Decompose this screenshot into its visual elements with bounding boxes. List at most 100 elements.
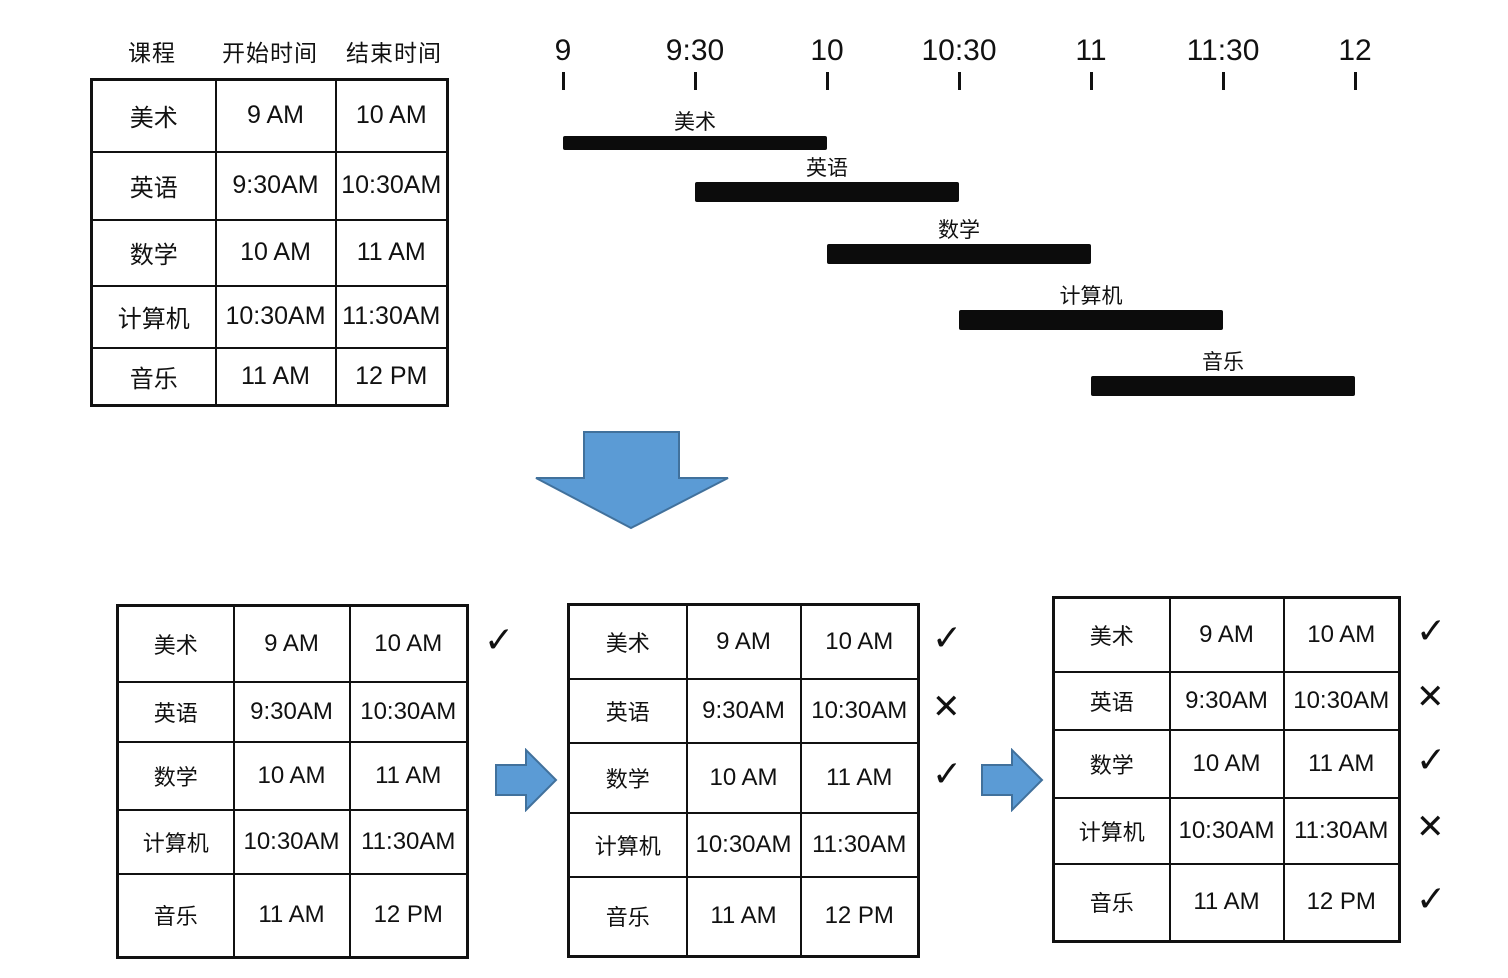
tick-mark bbox=[1090, 72, 1093, 90]
start-time-cell: 10:30AM bbox=[232, 808, 351, 875]
end-time-cell: 11:30AM bbox=[334, 284, 449, 349]
start-time-cell: 9 AM bbox=[685, 603, 802, 680]
course-cell: 音乐 bbox=[116, 872, 235, 959]
tick-label: 11:30 bbox=[1186, 34, 1260, 67]
course-cell: 计算机 bbox=[1052, 796, 1171, 865]
check-icon: ✓ bbox=[484, 620, 515, 661]
bar-label: 音乐 bbox=[1202, 350, 1244, 374]
start-time-cell: 9 AM bbox=[214, 78, 337, 153]
bar-label: 美术 bbox=[674, 110, 716, 134]
start-time-cell: 9 AM bbox=[1168, 596, 1285, 673]
check-icon: ✓ bbox=[1416, 611, 1447, 652]
timeline-bar bbox=[959, 310, 1223, 330]
tick-label: 9:30 bbox=[665, 34, 725, 67]
course-cell: 英语 bbox=[567, 677, 688, 744]
tick-label: 12 bbox=[1338, 34, 1372, 67]
start-time-cell: 11 AM bbox=[685, 875, 802, 958]
start-time-cell: 10:30AM bbox=[214, 284, 337, 349]
end-time-cell: 10 AM bbox=[334, 78, 449, 153]
tick-label: 9 bbox=[554, 34, 572, 67]
start-time-cell: 9:30AM bbox=[1168, 670, 1285, 731]
start-time-cell: 11 AM bbox=[232, 872, 351, 959]
course-cell: 数学 bbox=[567, 741, 688, 814]
tick-mark bbox=[1222, 72, 1225, 90]
check-icon: ✓ bbox=[1416, 879, 1447, 920]
course-cell: 美术 bbox=[567, 603, 688, 680]
tick-mark bbox=[826, 72, 829, 90]
bar-label: 数学 bbox=[938, 218, 980, 242]
course-cell: 美术 bbox=[116, 604, 235, 683]
end-time-cell: 10 AM bbox=[348, 604, 469, 683]
cross-icon: ✕ bbox=[1416, 677, 1445, 717]
end-time-cell: 10 AM bbox=[799, 603, 920, 680]
course-cell: 美术 bbox=[1052, 596, 1171, 673]
header-course: 课程 bbox=[128, 41, 176, 67]
cross-icon: ✕ bbox=[932, 687, 961, 727]
course-cell: 计算机 bbox=[90, 284, 217, 349]
start-time-cell: 10 AM bbox=[214, 218, 337, 287]
cross-icon: ✕ bbox=[1416, 807, 1445, 847]
tick-label: 10:30 bbox=[921, 34, 997, 67]
course-cell: 音乐 bbox=[1052, 862, 1171, 943]
start-time-cell: 10 AM bbox=[1168, 728, 1285, 799]
end-time-cell: 10 AM bbox=[1282, 596, 1401, 673]
start-time-cell: 11 AM bbox=[214, 346, 337, 407]
header-start-time: 开始时间 bbox=[222, 41, 318, 67]
end-time-cell: 12 PM bbox=[348, 872, 469, 959]
tick-mark bbox=[562, 72, 565, 90]
end-time-cell: 10:30AM bbox=[799, 677, 920, 744]
course-cell: 英语 bbox=[1052, 670, 1171, 731]
start-time-cell: 10 AM bbox=[232, 740, 351, 811]
end-time-cell: 12 PM bbox=[334, 346, 449, 407]
course-cell: 英语 bbox=[90, 150, 217, 221]
start-time-cell: 10:30AM bbox=[685, 811, 802, 878]
end-time-cell: 12 PM bbox=[1282, 862, 1401, 943]
timeline-bar bbox=[695, 182, 959, 202]
start-time-cell: 9:30AM bbox=[214, 150, 337, 221]
start-time-cell: 9 AM bbox=[232, 604, 351, 683]
end-time-cell: 11:30AM bbox=[1282, 796, 1401, 865]
start-time-cell: 11 AM bbox=[1168, 862, 1285, 943]
tick-mark bbox=[1354, 72, 1357, 90]
right-arrow-icon bbox=[981, 748, 1044, 812]
check-icon: ✓ bbox=[932, 754, 963, 795]
course-cell: 数学 bbox=[116, 740, 235, 811]
check-icon: ✓ bbox=[932, 618, 963, 659]
end-time-cell: 11 AM bbox=[1282, 728, 1401, 799]
timeline-bar bbox=[1091, 376, 1355, 396]
course-cell: 音乐 bbox=[90, 346, 217, 407]
end-time-cell: 10:30AM bbox=[334, 150, 449, 221]
right-arrow-icon bbox=[495, 748, 558, 812]
timeline-bar bbox=[827, 244, 1091, 264]
course-cell: 数学 bbox=[90, 218, 217, 287]
end-time-cell: 11 AM bbox=[799, 741, 920, 814]
bar-label: 英语 bbox=[806, 156, 848, 180]
start-time-cell: 10 AM bbox=[685, 741, 802, 814]
check-icon: ✓ bbox=[1416, 740, 1447, 781]
start-time-cell: 10:30AM bbox=[1168, 796, 1285, 865]
end-time-cell: 10:30AM bbox=[1282, 670, 1401, 731]
course-cell: 数学 bbox=[1052, 728, 1171, 799]
tick-mark bbox=[694, 72, 697, 90]
end-time-cell: 10:30AM bbox=[348, 680, 469, 743]
course-cell: 计算机 bbox=[567, 811, 688, 878]
course-cell: 美术 bbox=[90, 78, 217, 153]
bar-label: 计算机 bbox=[1059, 284, 1123, 308]
